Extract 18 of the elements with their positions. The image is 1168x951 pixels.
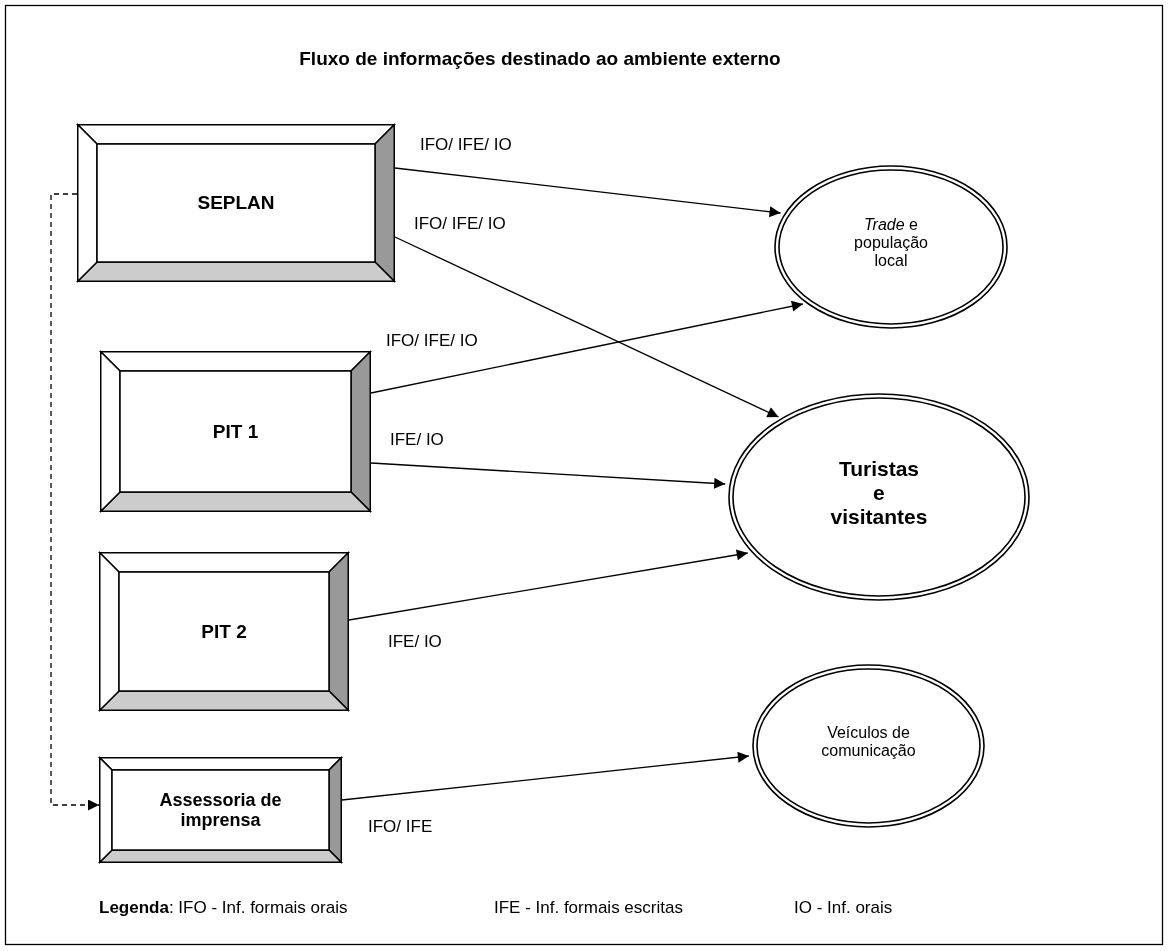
legend-text: IO - Inf. orais <box>794 898 893 918</box>
arrow <box>348 549 749 621</box>
node-label: Veículos de comunicação <box>820 723 917 761</box>
legend-text: IFE - Inf. formais escritas <box>494 898 683 918</box>
arrow <box>394 236 780 418</box>
arrow <box>370 300 804 394</box>
node-label: SEPLAN <box>196 192 276 214</box>
dashed-arrow <box>50 193 100 811</box>
node-label: Trade e população local <box>853 215 929 271</box>
arrow <box>370 462 726 489</box>
arrow <box>394 167 782 218</box>
arrow <box>341 751 750 801</box>
node-label: PIT 1 <box>211 420 260 443</box>
node-label: PIT 2 <box>200 620 248 643</box>
node-label: Turistas e visitantes <box>830 457 928 530</box>
node-label: Assessoria de imprensa <box>158 789 283 831</box>
legend-text: Legenda: IFO - Inf. formais orais <box>99 898 348 918</box>
diagram-title: Fluxo de informações destinado ao ambiente externo <box>298 48 782 70</box>
